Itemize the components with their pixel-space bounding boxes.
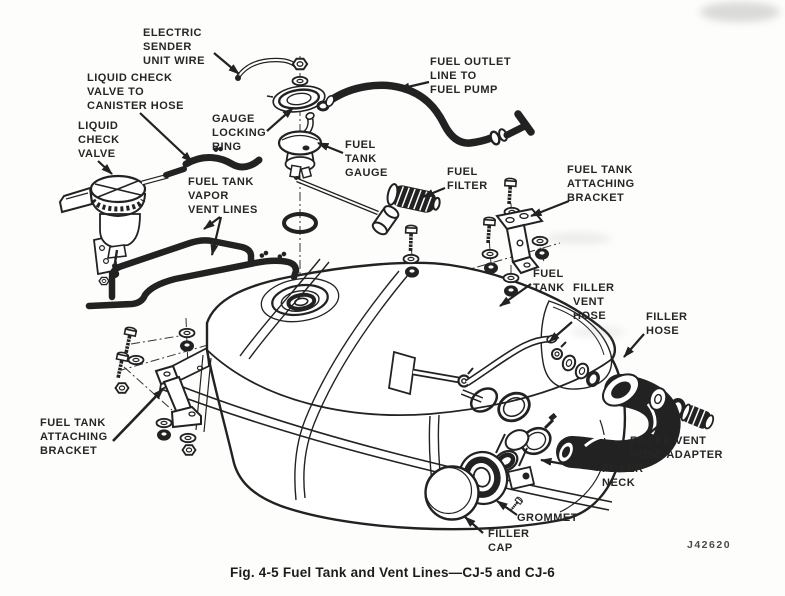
label-liquid-check-valve: LIQUID CHECK VALVE xyxy=(78,120,120,160)
fuel-tank-drawing xyxy=(158,258,627,531)
leader-arrows xyxy=(97,52,673,534)
liquid-check-valve-drawing xyxy=(58,166,187,286)
arrow-bracket-right xyxy=(530,199,570,218)
label-fuel-outlet-line-to-fuel-pump: FUEL OUTLET LINE TO FUEL PUMP xyxy=(430,56,512,96)
figure-caption: Fig. 4-5 Fuel Tank and Vent Lines—CJ-5 a… xyxy=(230,565,555,580)
arrow-liquid-check-valve xyxy=(97,160,113,175)
label-fuel-tank-gauge: FUEL TANK GAUGE xyxy=(345,139,388,179)
filler-cap-drawing xyxy=(424,465,480,521)
vapor-vent-lines-drawing xyxy=(85,145,300,310)
label-fuel-filter: FUEL FILTER xyxy=(447,166,488,192)
arrow-electric-sender-unit-wire xyxy=(213,52,240,75)
attaching-bracket-left-drawing xyxy=(111,325,202,456)
arrow-filler-vent-hose xyxy=(548,321,573,343)
label-fuel-tank: FUEL TANK xyxy=(533,268,565,294)
scan-smudge xyxy=(700,2,780,22)
scan-smudge xyxy=(545,233,611,244)
label-filler-hose: FILLER HOSE xyxy=(646,311,688,337)
fuel-outlet-line-drawing xyxy=(325,81,535,147)
arrow-fuel-filter xyxy=(422,186,446,199)
scan-smudge xyxy=(570,327,625,337)
label-fuel-tank-attaching-bracket-left: FUEL TANK ATTACHING BRACKET xyxy=(40,417,108,457)
arrow-bracket-left xyxy=(112,388,164,442)
arrow-fuel-tank xyxy=(499,283,532,307)
label-filler-neck: FILLER NECK xyxy=(602,463,644,489)
label-filler-vent-hose-adapter: FILLER VENT HOSE ADAPTER xyxy=(630,435,723,461)
attaching-bracket-right-drawing xyxy=(495,177,549,297)
arrow-filler-neck xyxy=(540,457,599,472)
label-fuel-tank-attaching-bracket-right: FUEL TANK ATTACHING BRACKET xyxy=(567,164,635,204)
arrow-vapor-vent-line-1 xyxy=(203,216,221,230)
arrow-fuel-tank-gauge xyxy=(317,141,344,155)
arrow-fuel-outlet-line xyxy=(398,80,430,91)
arrow-filler-hose xyxy=(623,333,645,358)
label-electric-sender-unit-wire: ELECTRIC SENDER UNIT WIRE xyxy=(143,27,205,67)
arrow-filler-cap xyxy=(464,516,484,534)
label-filler-vent-hose: FILLER VENT HOSE xyxy=(573,282,615,322)
arrow-filler-vent-hose-adapter xyxy=(649,413,673,434)
arrow-gauge-locking-ring xyxy=(266,107,294,132)
label-liquid-check-valve-to-canister-hose: LIQUID CHECK VALVE TO CANISTER HOSE xyxy=(87,72,184,112)
label-grommet: GROMMET xyxy=(517,512,578,524)
arrow-grommet xyxy=(496,500,518,516)
label-filler-cap: FILLER CAP xyxy=(488,528,530,554)
label-fuel-tank-vapor-vent-lines: FUEL TANK VAPOR VENT LINES xyxy=(188,176,258,216)
label-gauge-locking-ring: GAUGE LOCKING RING xyxy=(212,113,267,153)
drawing-number: J42620 xyxy=(687,539,732,551)
filler-assembly-drawing xyxy=(424,334,715,521)
arrow-vapor-vent-line-2 xyxy=(210,216,223,256)
arrow-liquid-check-valve-to-canister-hose xyxy=(139,112,193,163)
sender-gauge-assembly-drawing xyxy=(235,57,400,236)
